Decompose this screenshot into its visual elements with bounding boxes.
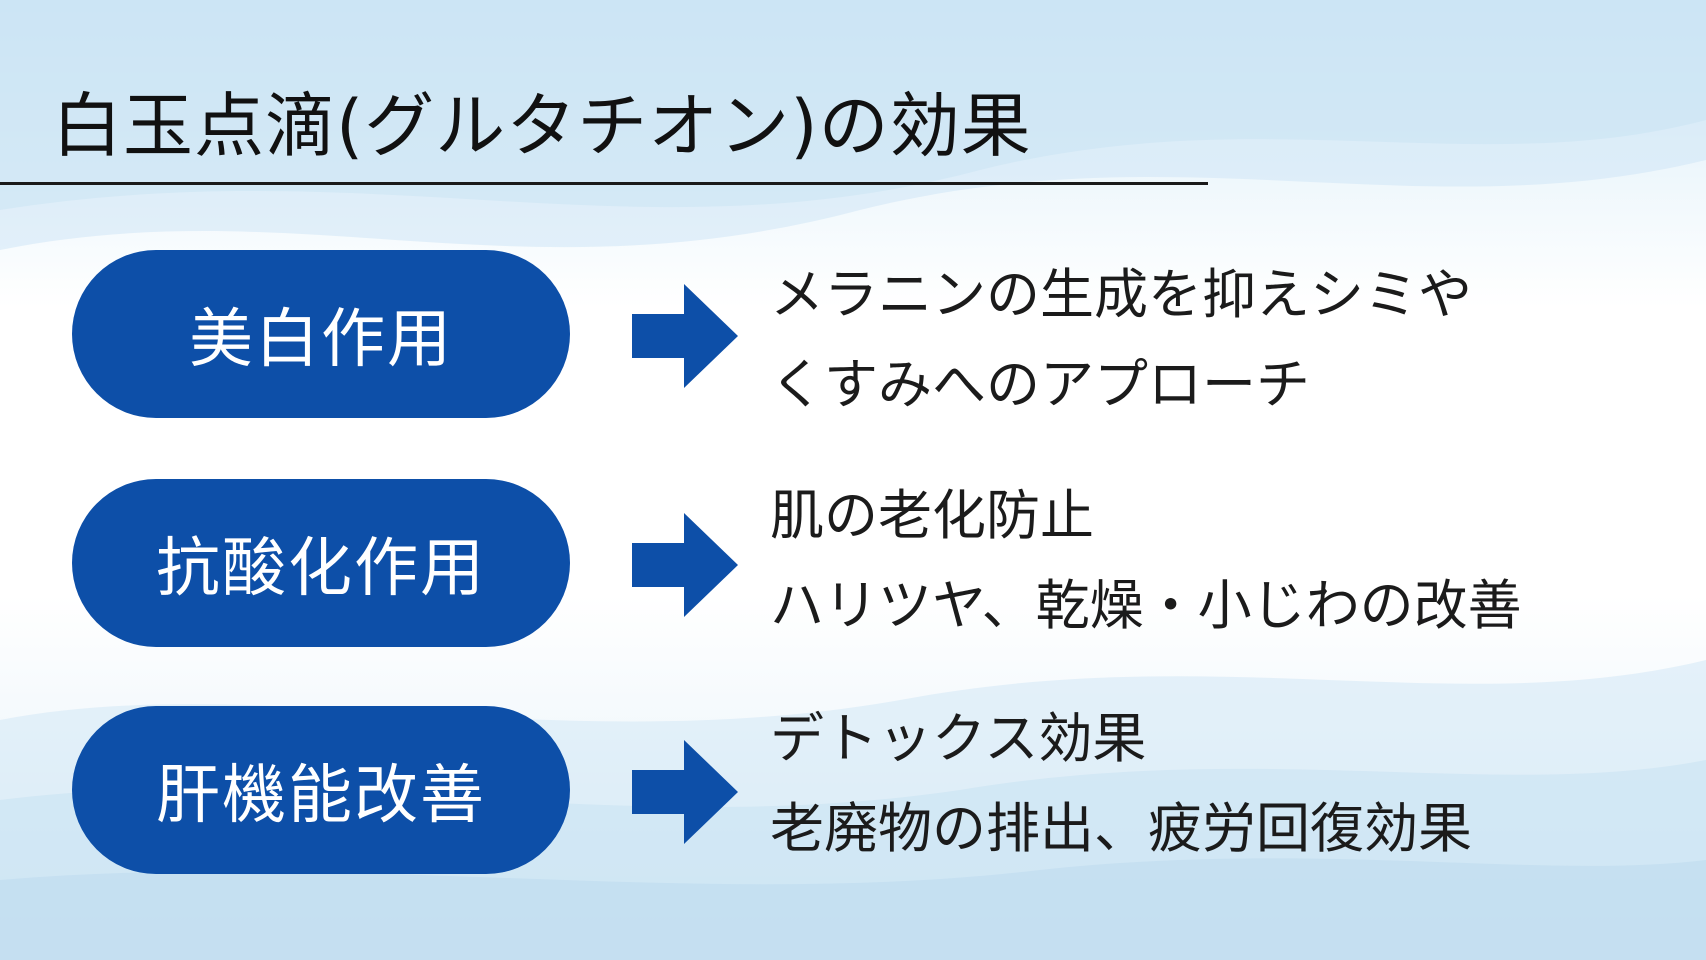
effect-description: 肌の老化防止 ハリツヤ、乾燥・小じわの改善 bbox=[770, 471, 1522, 651]
effect-pill: 抗酸化作用 bbox=[72, 479, 570, 647]
effect-description-line: デトックス効果 bbox=[770, 707, 1147, 770]
arrow-right-icon bbox=[632, 513, 738, 617]
effect-description-line: 肌の老化防止 bbox=[770, 484, 1094, 547]
effect-row-antioxidant: 抗酸化作用 肌の老化防止 ハリツヤ、乾燥・小じわの改善 bbox=[0, 479, 1706, 649]
effect-pill: 肝機能改善 bbox=[72, 706, 570, 874]
effect-description: メラニンの生成を抑えシミや くすみへのアプローチ bbox=[770, 250, 1472, 430]
title-underline bbox=[0, 182, 1208, 185]
effect-description-line: ハリツヤ、乾燥・小じわの改善 bbox=[770, 574, 1522, 637]
effect-pill: 美白作用 bbox=[72, 250, 570, 418]
effect-row-whitening: 美白作用 メラニンの生成を抑えシミや くすみへのアプローチ bbox=[0, 250, 1706, 420]
effect-description-line: くすみへのアプローチ bbox=[770, 353, 1310, 416]
effect-description-line: 老廃物の排出、疲労回復効果 bbox=[770, 797, 1472, 860]
effect-row-liver: 肝機能改善 デトックス効果 老廃物の排出、疲労回復効果 bbox=[0, 706, 1706, 876]
slide-title: 白玉点滴(グルタチオン)の効果 bbox=[52, 85, 1032, 167]
arrow-right-icon bbox=[632, 284, 738, 388]
effect-description: デトックス効果 老廃物の排出、疲労回復効果 bbox=[770, 694, 1472, 874]
effect-description-line: メラニンの生成を抑えシミや bbox=[770, 263, 1472, 326]
arrow-right-icon bbox=[632, 740, 738, 844]
